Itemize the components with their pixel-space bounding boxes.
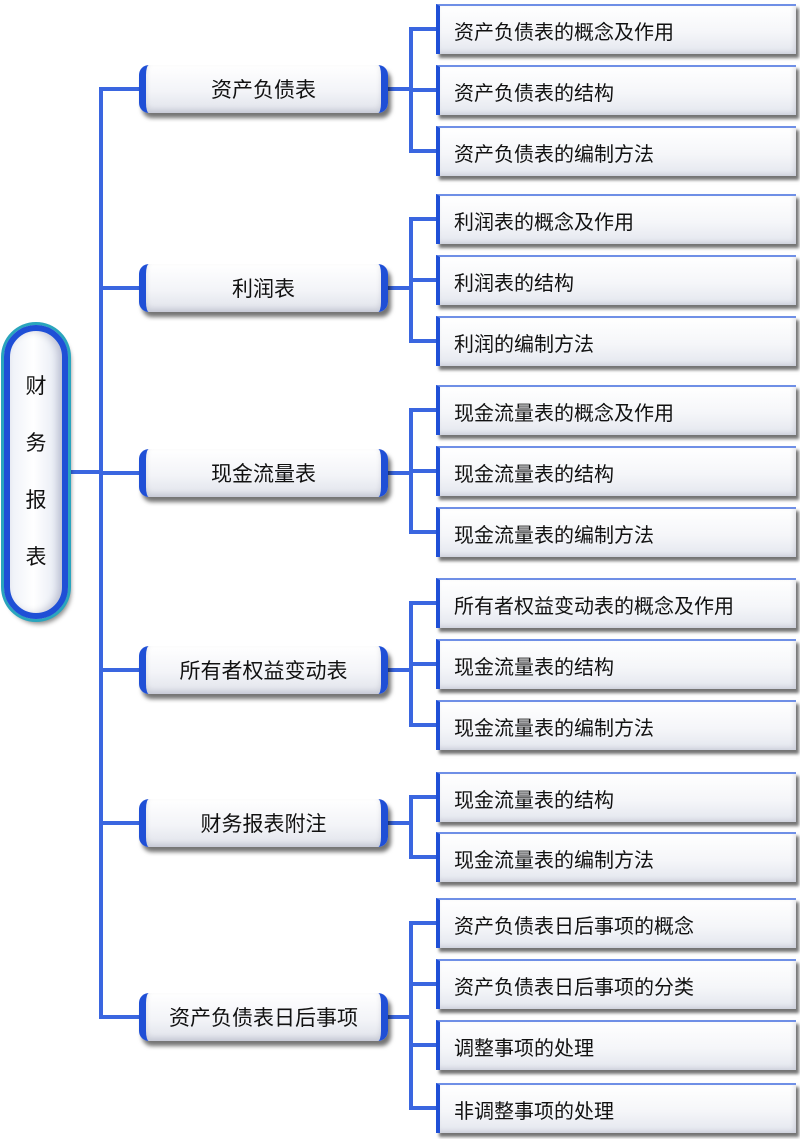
root-node-char: 报 [25,488,47,512]
leaf-node: 现金流量表的结构 [436,639,796,689]
leaf-node: 现金流量表的编制方法 [436,832,796,882]
leaf-node: 资产负债表的概念及作用 [436,4,796,54]
category-node-equity-statement: 所有者权益变动表 [139,646,388,694]
root-node-char: 务 [25,431,47,455]
leaf-node: 现金流量表的编制方法 [436,507,796,557]
category-node-balance-sheet: 资产负债表 [139,65,388,113]
leaf-node: 资产负债表的编制方法 [436,126,796,176]
category-node-cash-flow-statement: 现金流量表 [139,449,388,497]
leaf-node: 资产负债表日后事项的概念 [436,898,796,948]
category-node-notes: 财务报表附注 [139,799,388,847]
leaf-node: 现金流量表的结构 [436,446,796,496]
leaf-node: 现金流量表的结构 [436,772,796,822]
leaf-node: 资产负债表的结构 [436,65,796,115]
leaf-node: 现金流量表的编制方法 [436,700,796,750]
root-node-char: 表 [25,545,47,569]
category-node-income-statement: 利润表 [139,264,388,312]
leaf-node: 利润表的概念及作用 [436,194,796,244]
leaf-node: 非调整事项的处理 [436,1083,796,1133]
leaf-node: 利润的编制方法 [436,316,796,366]
root-node: 财 务 报 表 [4,325,68,619]
leaf-node: 利润表的结构 [436,255,796,305]
leaf-node: 所有者权益变动表的概念及作用 [436,578,796,628]
leaf-node: 资产负债表日后事项的分类 [436,959,796,1009]
leaf-node: 调整事项的处理 [436,1020,796,1070]
category-node-post-balance-events: 资产负债表日后事项 [139,993,388,1041]
root-node-char: 财 [25,374,47,398]
leaf-node: 现金流量表的概念及作用 [436,385,796,435]
